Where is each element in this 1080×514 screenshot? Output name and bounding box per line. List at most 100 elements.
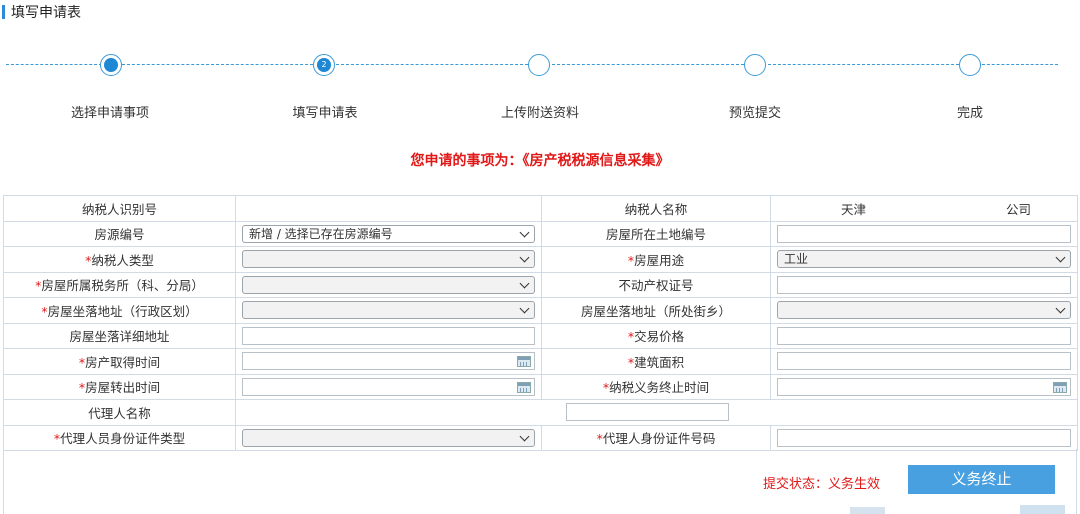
required-mark: * [602, 380, 610, 396]
house-use-select[interactable]: 工业 [777, 250, 1071, 269]
application-form: 纳税人识别号 纳税人名称 天津 公司 房源编号 新增 / 选择已存在房源编号 房… [3, 195, 1078, 451]
taxpayer-name-label: 纳税人名称 [541, 195, 771, 222]
table-row: *房屋坐落地址（行政区划） 房屋坐落地址（所处街乡） [3, 297, 1078, 324]
step-connector [336, 64, 528, 65]
table-row: 代理人名称 [3, 399, 1078, 426]
page-title-text: 填写申请表 [11, 5, 81, 21]
land-no-label: 房屋所在土地编号 [541, 220, 771, 247]
required-mark: * [41, 303, 48, 319]
tax-end-time-cell [770, 373, 1078, 400]
addr-district-label: *房屋坐落地址（行政区划） [3, 297, 236, 324]
calendar-icon[interactable] [1053, 381, 1067, 393]
required-mark: * [596, 431, 603, 447]
step-connector [982, 64, 1058, 65]
table-row: 纳税人识别号 纳税人名称 天津 公司 [3, 195, 1078, 222]
taxpayer-type-cell [235, 246, 542, 273]
step-3-node [528, 54, 550, 76]
addr-district-cell [235, 297, 542, 324]
price-label: *交易价格 [541, 322, 771, 349]
transfer-time-text: 房屋转出时间 [85, 380, 161, 396]
acquire-time-label: *房产取得时间 [3, 348, 236, 375]
calendar-icon[interactable] [517, 356, 531, 368]
table-row: *纳税人类型 *房屋用途 工业 [3, 246, 1078, 273]
required-mark: * [35, 278, 42, 294]
required-mark: * [78, 354, 86, 370]
chevron-down-icon [519, 303, 530, 314]
step-2-node [313, 54, 335, 76]
transfer-time-label: *房屋转出时间 [3, 373, 236, 400]
house-use-text: 房屋用途 [634, 252, 685, 268]
page-title: 填写申请表 [2, 4, 81, 21]
required-mark: * [53, 431, 61, 447]
taxpayer-name-part-b: 公司 [1005, 201, 1031, 217]
tax-office-label: *房屋所属税务所（科、分局） [3, 271, 236, 298]
step-1-label: 选择申请事项 [70, 106, 149, 121]
step-connector [6, 64, 102, 65]
addr-street-cell [770, 297, 1078, 324]
step-5-node [959, 54, 981, 76]
submit-status-value: 义务生效 [828, 477, 881, 492]
step-4-node [744, 54, 766, 76]
required-mark: * [78, 380, 86, 396]
step-progress: 选择申请事项 填写申请表 上传附送资料 预览提交 完成 [0, 52, 1080, 122]
house-use-select-value: 工业 [784, 252, 809, 267]
addr-street-select[interactable] [777, 301, 1071, 320]
agent-id-no-input[interactable] [777, 428, 1071, 447]
tax-office-text: 房屋所属税务所（科、分局） [41, 278, 204, 294]
property-no-label: 房源编号 [3, 220, 236, 247]
taxpayer-name-part-a: 天津 [841, 201, 867, 217]
table-row: *房产取得时间 *建筑面积 [3, 348, 1078, 375]
taxpayer-type-text: 纳税人类型 [91, 252, 154, 268]
end-obligation-button[interactable]: 义务终止 [908, 465, 1055, 494]
step-connector [768, 64, 959, 65]
table-row: *房屋转出时间 *纳税义务终止时间 [3, 373, 1078, 400]
table-row: 房屋坐落详细地址 *交易价格 [3, 322, 1078, 349]
agent-id-type-select[interactable] [242, 428, 535, 447]
step-3-label: 上传附送资料 [500, 106, 579, 121]
area-input[interactable] [777, 352, 1071, 371]
chevron-down-icon [1055, 303, 1066, 314]
acquire-time-input[interactable] [242, 352, 535, 371]
tax-end-time-input[interactable] [777, 377, 1071, 396]
taxpayer-type-select[interactable] [242, 250, 535, 269]
step-2-label: 填写申请表 [292, 106, 358, 121]
area-cell [770, 348, 1078, 375]
acquire-time-text: 房产取得时间 [85, 354, 161, 370]
table-row: *房屋所属税务所（科、分局） 不动产权证号 [3, 271, 1078, 298]
step-connector [552, 64, 744, 65]
tax-end-time-label: *纳税义务终止时间 [541, 373, 771, 400]
addr-street-label: 房屋坐落地址（所处街乡） [541, 297, 771, 324]
submit-status: 提交状态：义务生效 [763, 473, 880, 492]
agent-name-label: 代理人名称 [3, 399, 236, 426]
property-no-select[interactable]: 新增 / 选择已存在房源编号 [242, 224, 535, 243]
step-connector [122, 64, 313, 65]
agent-id-no-text: 代理人身份证件号码 [602, 431, 716, 447]
addr-detail-input[interactable] [242, 326, 535, 345]
addr-district-select[interactable] [242, 301, 535, 320]
agent-name-input[interactable] [566, 403, 729, 422]
step-1-node [100, 54, 122, 76]
selected-matter: 您申请的事项为：《房产税税源信息采集》 [410, 153, 670, 169]
agent-name-cell [235, 399, 1078, 426]
price-text: 交易价格 [634, 329, 685, 345]
chevron-down-icon [519, 227, 530, 238]
property-no-select-value: 新增 / 选择已存在房源编号 [249, 226, 393, 241]
chevron-down-icon [519, 252, 530, 263]
house-use-label: *房屋用途 [541, 246, 771, 273]
partial-element [1020, 505, 1065, 514]
land-no-input[interactable] [777, 224, 1071, 243]
taxpayer-name-wrap: 天津 公司 [777, 199, 1071, 218]
addr-district-text: 房屋坐落地址（行政区划） [47, 303, 198, 319]
calendar-icon[interactable] [517, 381, 531, 393]
cert-no-cell [770, 271, 1078, 298]
transfer-time-cell [235, 373, 542, 400]
required-mark: * [627, 354, 635, 370]
submit-status-label: 提交状态： [763, 477, 829, 492]
tax-office-select[interactable] [242, 275, 535, 294]
step-4-label: 预览提交 [728, 106, 781, 121]
price-input[interactable] [777, 326, 1071, 345]
agent-id-type-text: 代理人员身份证件类型 [60, 431, 186, 447]
cert-no-label: 不动产权证号 [541, 271, 771, 298]
transfer-time-input[interactable] [242, 377, 535, 396]
cert-no-input[interactable] [777, 275, 1071, 294]
